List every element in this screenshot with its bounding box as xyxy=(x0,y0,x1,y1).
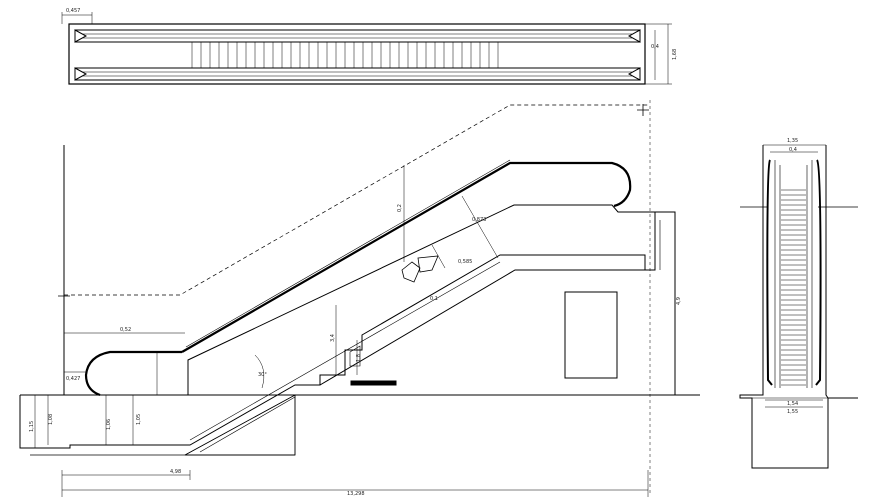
dim-pit-height-a: 1,08 xyxy=(48,414,54,425)
dim-section-bottom-width-a: 1,54 xyxy=(787,401,798,407)
side-elevation xyxy=(19,100,700,497)
dim-plan-width-inner: 0,4 xyxy=(651,44,659,50)
dim-lower-pit-length: 4,98 xyxy=(170,469,181,475)
dim-side-rise: 4,9 xyxy=(676,297,682,305)
dim-pit-height-b: 1,06 xyxy=(106,419,112,430)
dim-plan-width-outer: 1,68 xyxy=(672,49,678,60)
plan-view xyxy=(61,12,672,85)
dim-inclination-offset: 0,585 xyxy=(458,259,472,265)
dim-section-bottom-width-b: 1,55 xyxy=(787,409,798,415)
dim-step-height: 0,1 xyxy=(430,296,438,302)
dim-lower-landing-width: 0,52 xyxy=(120,327,131,333)
dim-small: 1,8 xyxy=(356,354,362,362)
dim-handrail-top: 0,2 xyxy=(397,204,403,212)
dim-machine-height: 3,4 xyxy=(330,334,336,342)
dim-total-length: 13,298 xyxy=(347,491,365,497)
dim-angle: 30° xyxy=(258,372,267,378)
dim-section-top-width: 1,35 xyxy=(787,138,798,144)
dim-truss-depth: 0,873 xyxy=(472,217,486,223)
dim-section-inner-width: 0,4 xyxy=(789,147,797,153)
cross-section xyxy=(739,144,858,469)
dim-pit-height-c: 1,05 xyxy=(136,414,142,425)
dim-handrail-radius: 0,427 xyxy=(66,376,80,382)
dim-pit-left: 1,15 xyxy=(29,421,35,432)
dim-plan-top-left: 0,457 xyxy=(66,8,80,14)
